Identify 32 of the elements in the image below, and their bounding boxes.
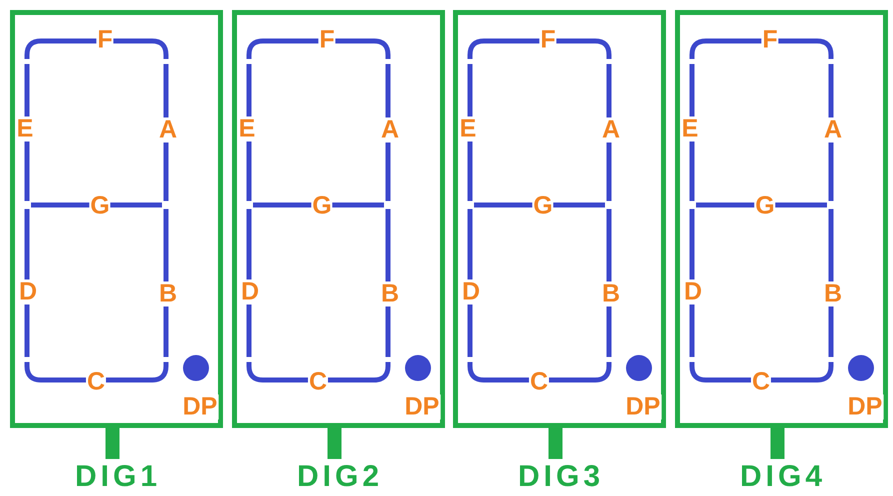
segment-label: B xyxy=(822,282,844,306)
segment-label: D xyxy=(460,280,482,304)
segment-label: E xyxy=(16,116,34,142)
digit-frame xyxy=(232,10,445,428)
segment-label: DP xyxy=(846,394,884,420)
digit-pin-label: DIG3 xyxy=(518,462,604,492)
digit-frame xyxy=(10,10,223,428)
segment-label: D xyxy=(682,280,704,304)
segment-label: DP xyxy=(624,394,662,420)
segment-label: E xyxy=(458,116,478,142)
segment-label: E xyxy=(680,116,700,142)
pin-line xyxy=(548,428,562,459)
segment-label: B xyxy=(600,282,622,306)
pin-line xyxy=(770,428,784,459)
pin-line xyxy=(106,428,120,459)
segment-label: B xyxy=(380,282,400,306)
segment-label: DP xyxy=(404,394,440,420)
segment-label: A xyxy=(380,118,400,142)
segment-label: A xyxy=(822,118,844,142)
segment-label: D xyxy=(240,280,260,304)
digit-pin-label: DIG1 xyxy=(75,462,162,492)
segment-label: D xyxy=(18,280,38,304)
pin-line xyxy=(328,428,342,459)
digit-pin-label: DIG4 xyxy=(740,462,826,492)
digit-frame xyxy=(453,10,666,428)
segment-label: A xyxy=(158,118,178,142)
segment-label: E xyxy=(238,116,256,142)
segment-label: B xyxy=(158,282,178,306)
digit-frame xyxy=(675,10,888,428)
digit-pin-label: DIG2 xyxy=(297,462,384,492)
segment-label: DP xyxy=(182,394,218,420)
segment-label: A xyxy=(600,118,622,142)
